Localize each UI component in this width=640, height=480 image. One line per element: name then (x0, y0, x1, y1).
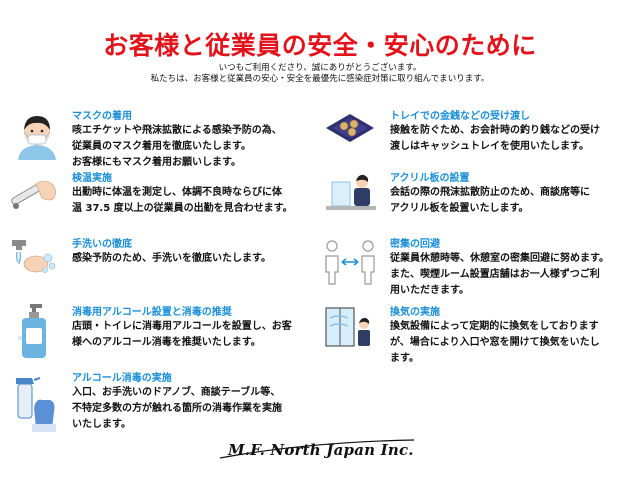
left-item-line: 不特定多数の方が触れる箇所の消毒作業を実施 (72, 403, 282, 414)
subtitle-line-1: いつもご利用くださり、誠にありがとうございます。 (218, 63, 422, 73)
left-item-heading: 検温実施 (72, 173, 112, 184)
left-item-line: 温 37.5 度以上の従業員の出勤を見合わせます。 (72, 203, 293, 214)
left-item-temperature: 検温実施 出勤時に体温を測定し、体調不良時ならびに体 温 37.5 度以上の従業… (72, 172, 293, 217)
right-item-ventilation: 換気の実施 換気設備によって定期的に換気をしております が、場合により入口や窓を… (390, 306, 600, 367)
left-item-mask: マスクの着用 咳エチケットや飛沫拡散による感染予防の為、 従業員のマスク着用を徹… (72, 110, 282, 171)
left-item-line: 様へのアルコール消毒を推奨いたします。 (72, 337, 261, 348)
cash-tray-icon (326, 114, 374, 142)
right-item-heading: アクリル板の設置 (390, 173, 470, 184)
left-item-line: 従業員のマスク着用を徹底いたします。 (72, 141, 251, 152)
right-item-cash-tray: トレイでの金銭などの受け渡し 接触を防ぐため、お会計時の釣り銭などの受け 渡しは… (390, 110, 600, 155)
subtitle-line-2: 私たちは、お客様と従業員の安心・安全を最優先に感染症対策に取り組んでまいります。 (150, 74, 490, 84)
right-item-line: が、場合により入口や窓を開けて換気をいたし (390, 337, 600, 348)
sanitizer-bottle-icon (18, 304, 46, 358)
left-item-heading: アルコール消毒の実施 (72, 373, 172, 384)
acrylic-panel-icon (326, 174, 376, 210)
page-title: お客様と従業員の安全・安心のために (103, 31, 537, 60)
company-logo: M.F. North Japan Inc. (228, 441, 414, 459)
right-item-line: また、喫煙ルーム設置店舗はお一人様ずつご利 (390, 269, 600, 280)
right-item-line: ます。 (390, 353, 419, 364)
right-item-line: アクリル板を設置いたします。 (390, 203, 529, 214)
left-item-alcohol-station: 消毒用アルコール設置と消毒の推奨 店頭・トイレに消毒用アルコールを設置し、お客 … (72, 306, 292, 351)
left-item-heading: マスクの着用 (72, 111, 132, 122)
left-item-heading: 手洗いの徹底 (72, 239, 132, 250)
right-item-line: 用いただきます。 (390, 285, 469, 296)
left-item-line: いたします。 (72, 419, 131, 430)
right-item-line: 渡しはキャッシュトレイを使用いたします。 (390, 141, 589, 152)
mask-person-icon (18, 116, 56, 160)
social-distance-icon (325, 240, 375, 285)
left-item-line: 出勤時に体温を測定し、体調不良時ならびに体 (72, 187, 282, 198)
right-item-line: 従業員休憩時等、休憩室の密集回避に努めます。 (390, 253, 609, 264)
handwash-icon (12, 240, 56, 273)
left-item-disinfection: アルコール消毒の実施 入口、お手洗いのドアノブ、商談テーブル等、 不特定多数の方… (72, 372, 282, 433)
thermometer-icon (11, 180, 56, 209)
right-item-line: 会話の際の飛沫拡散防止のため、商談席等に (390, 187, 590, 198)
spray-glove-icon (16, 377, 56, 432)
left-item-line: 店頭・トイレに消毒用アルコールを設置し、お客 (72, 321, 292, 332)
logo-swoosh (219, 439, 415, 459)
right-item-heading: 密集の回避 (390, 239, 440, 250)
left-item-heading: 消毒用アルコール設置と消毒の推奨 (72, 307, 232, 318)
right-item-avoid-crowding: 密集の回避 従業員休憩時等、休憩室の密集回避に努めます。 また、喫煙ルーム設置店… (390, 238, 609, 299)
right-item-line: 換気設備によって定期的に換気をしております (390, 321, 599, 332)
open-window-icon (325, 307, 370, 347)
left-item-handwash: 手洗いの徹底 感染予防のため、手洗いを徹底いたします。 (72, 238, 271, 267)
left-item-line: 咳エチケットや飛沫拡散による感染予防の為、 (72, 125, 282, 136)
right-item-heading: トレイでの金銭などの受け渡し (390, 111, 530, 122)
right-item-acrylic-panel: アクリル板の設置 会話の際の飛沫拡散防止のため、商談席等に アクリル板を設置いた… (390, 172, 590, 217)
left-item-line: 感染予防のため、手洗いを徹底いたします。 (72, 253, 271, 264)
right-item-line: 接触を防ぐため、お会計時の釣り銭などの受け (390, 125, 600, 136)
left-item-line: 入口、お手洗いのドアノブ、商談テーブル等、 (72, 387, 281, 398)
left-item-line: お客様にもマスク着用お願いします。 (72, 157, 241, 168)
right-item-heading: 換気の実施 (390, 307, 440, 318)
